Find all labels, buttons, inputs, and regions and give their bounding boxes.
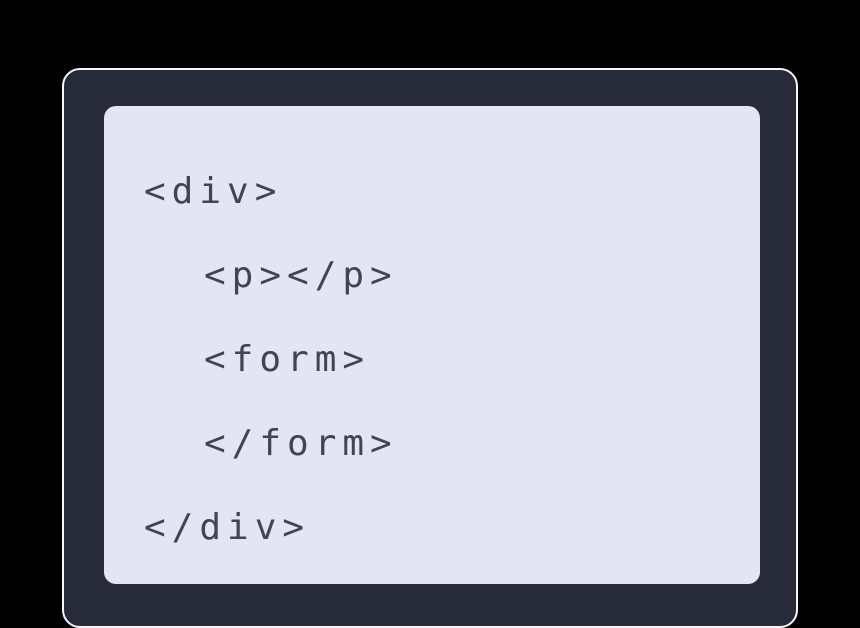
code-card: <div> <p></p> <form> </form> </div> xyxy=(62,68,798,628)
code-line-div-close: </div> xyxy=(144,507,311,548)
code-line-form-close: </form> xyxy=(204,423,398,464)
code-line-p: <p></p> xyxy=(204,255,398,296)
code-block: <div> <p></p> <form> </form> </div> xyxy=(104,106,760,584)
code-panel: <div> <p></p> <form> </form> </div> xyxy=(104,106,760,584)
code-line-form-open: <form> xyxy=(204,339,371,380)
code-line-div-open: <div> xyxy=(144,171,283,212)
